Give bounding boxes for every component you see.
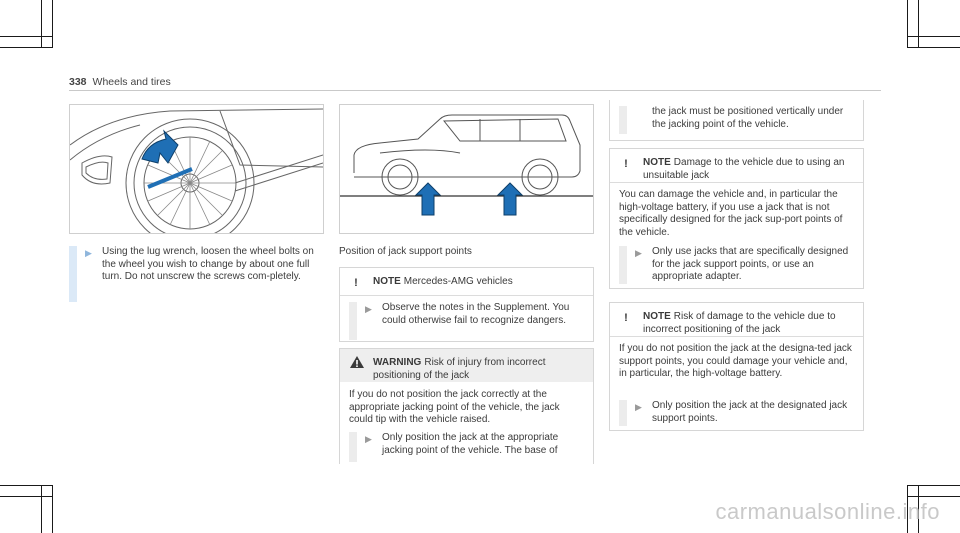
crop-mark [52,0,53,48]
watermark: carmanualsonline.info [715,499,940,524]
step-text: Only position the jack at the designated… [652,400,848,424]
wheel-wrench-figure [69,104,324,234]
warning-triangle-icon [350,356,364,368]
warning-step: ▶ Only position the jack at the appropri… [349,432,585,462]
note-keyword: NOTE [643,311,671,322]
play-triangle-icon: ▶ [635,248,642,258]
figure-caption: Position of jack support points [339,246,472,257]
crop-mark [908,496,960,497]
crop-mark [0,496,52,497]
exclamation-icon: ! [624,158,628,170]
exclamation-icon: ! [624,312,628,324]
warning-keyword: WARNING [373,357,422,368]
crop-mark [908,36,960,37]
note-step: ▶ Only use jacks that are specifically d… [619,246,855,284]
crop-mark [0,47,52,48]
step-text: Only position the jack at the appropriat… [382,432,559,456]
crop-mark [41,485,42,533]
crop-mark [908,485,960,486]
play-triangle-icon: ▶ [365,304,372,314]
crop-mark [918,0,919,48]
crop-mark [908,47,960,48]
play-triangle-icon: ▶ [85,248,92,258]
play-triangle-icon: ▶ [365,434,372,444]
warning-body: If you do not position the jack correctl… [349,389,560,425]
step-bar [619,400,627,426]
step-bar [619,106,627,134]
note-keyword: NOTE [373,276,401,287]
page-header: 338 Wheels and tires [69,76,171,88]
loosen-bolts-step: ▶ Using the lug wrench, loosen the wheel… [69,246,322,302]
up-arrow-icon [414,182,524,216]
step-bar [349,302,357,340]
step-bar [349,432,357,462]
step-bar [619,246,627,284]
crop-mark [0,36,52,37]
header-rule [69,90,881,91]
crop-mark [907,0,908,48]
play-triangle-icon: ▶ [635,402,642,412]
exclamation-icon: ! [354,277,358,289]
note-step: ▶ Observe the notes in the Supplement. Y… [349,302,585,340]
rotate-arrow-icon [141,129,179,164]
step-bar [69,246,77,302]
step-text: the jack must be positioned vertically u… [652,106,844,130]
jack-points-figure [339,104,594,234]
page-number: 338 [69,76,87,88]
crop-mark [52,485,53,533]
note-heading: Damage to the vehicle due to using an un… [643,157,845,181]
note-heading: Mercedes-AMG vehicles [403,276,513,287]
step-text: Only use jacks that are specifically des… [652,246,849,282]
step-text: Using the lug wrench, loosen the wheel b… [102,246,314,282]
warning-heading: Risk of injury from incorrect positionin… [373,357,546,381]
continued-step: the jack must be positioned vertically u… [619,106,855,134]
crop-mark [0,485,52,486]
note-keyword: NOTE [643,157,671,168]
crop-mark [907,485,908,533]
crop-mark [918,485,919,533]
note-step: ▶ Only position the jack at the designat… [619,400,855,426]
section-title: Wheels and tires [92,76,171,88]
continued-box: the jack must be positioned vertically u… [609,100,864,141]
step-text: Observe the notes in the Supplement. You… [382,302,570,326]
crop-mark [41,0,42,48]
note-body: You can damage the vehicle and, in parti… [619,189,843,238]
note-heading: Risk of damage to the vehicle due to inc… [643,311,836,335]
note-body: If you do not position the jack at the d… [619,343,852,379]
